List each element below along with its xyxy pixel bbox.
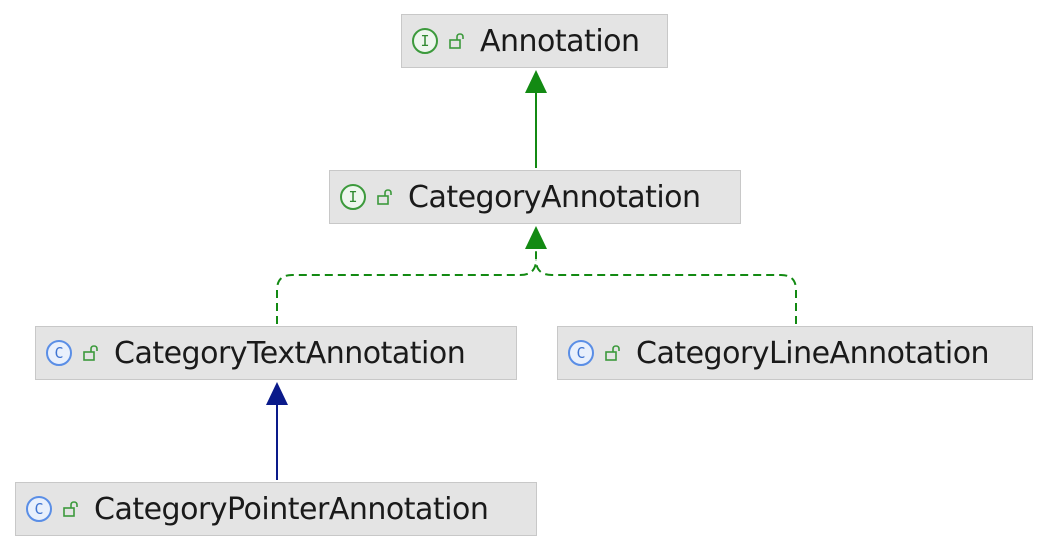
node-label-category-text-annotation: CategoryTextAnnotation	[114, 335, 466, 371]
arrowhead-category-text-annotation	[266, 382, 288, 405]
interface-icon: I	[340, 184, 366, 210]
edge-category-line-annotation-to-category-annotation	[535, 259, 797, 324]
node-label-category-annotation: CategoryAnnotation	[408, 179, 701, 215]
open-lock-icon	[377, 189, 392, 205]
node-category-pointer-annotation[interactable]: C CategoryPointerAnnotation	[15, 482, 537, 536]
arrowhead-category-annotation	[525, 226, 547, 249]
arrowhead-annotation	[525, 70, 547, 93]
class-icon: C	[568, 340, 594, 366]
node-annotation[interactable]: I Annotation	[401, 14, 668, 68]
node-category-annotation[interactable]: I CategoryAnnotation	[329, 170, 741, 224]
node-category-line-annotation[interactable]: C CategoryLineAnnotation	[557, 326, 1033, 380]
open-lock-icon	[605, 345, 620, 361]
node-label-category-line-annotation: CategoryLineAnnotation	[636, 335, 990, 371]
node-category-text-annotation[interactable]: C CategoryTextAnnotation	[35, 326, 517, 380]
interface-icon: I	[412, 28, 438, 54]
open-lock-icon	[83, 345, 98, 361]
class-icon: C	[46, 340, 72, 366]
node-label-annotation: Annotation	[480, 23, 640, 59]
open-lock-icon	[63, 501, 78, 517]
node-label-category-pointer-annotation: CategoryPointerAnnotation	[94, 491, 489, 527]
open-lock-icon	[449, 33, 464, 49]
edge-category-text-annotation-to-category-annotation	[276, 248, 537, 324]
class-icon: C	[26, 496, 52, 522]
